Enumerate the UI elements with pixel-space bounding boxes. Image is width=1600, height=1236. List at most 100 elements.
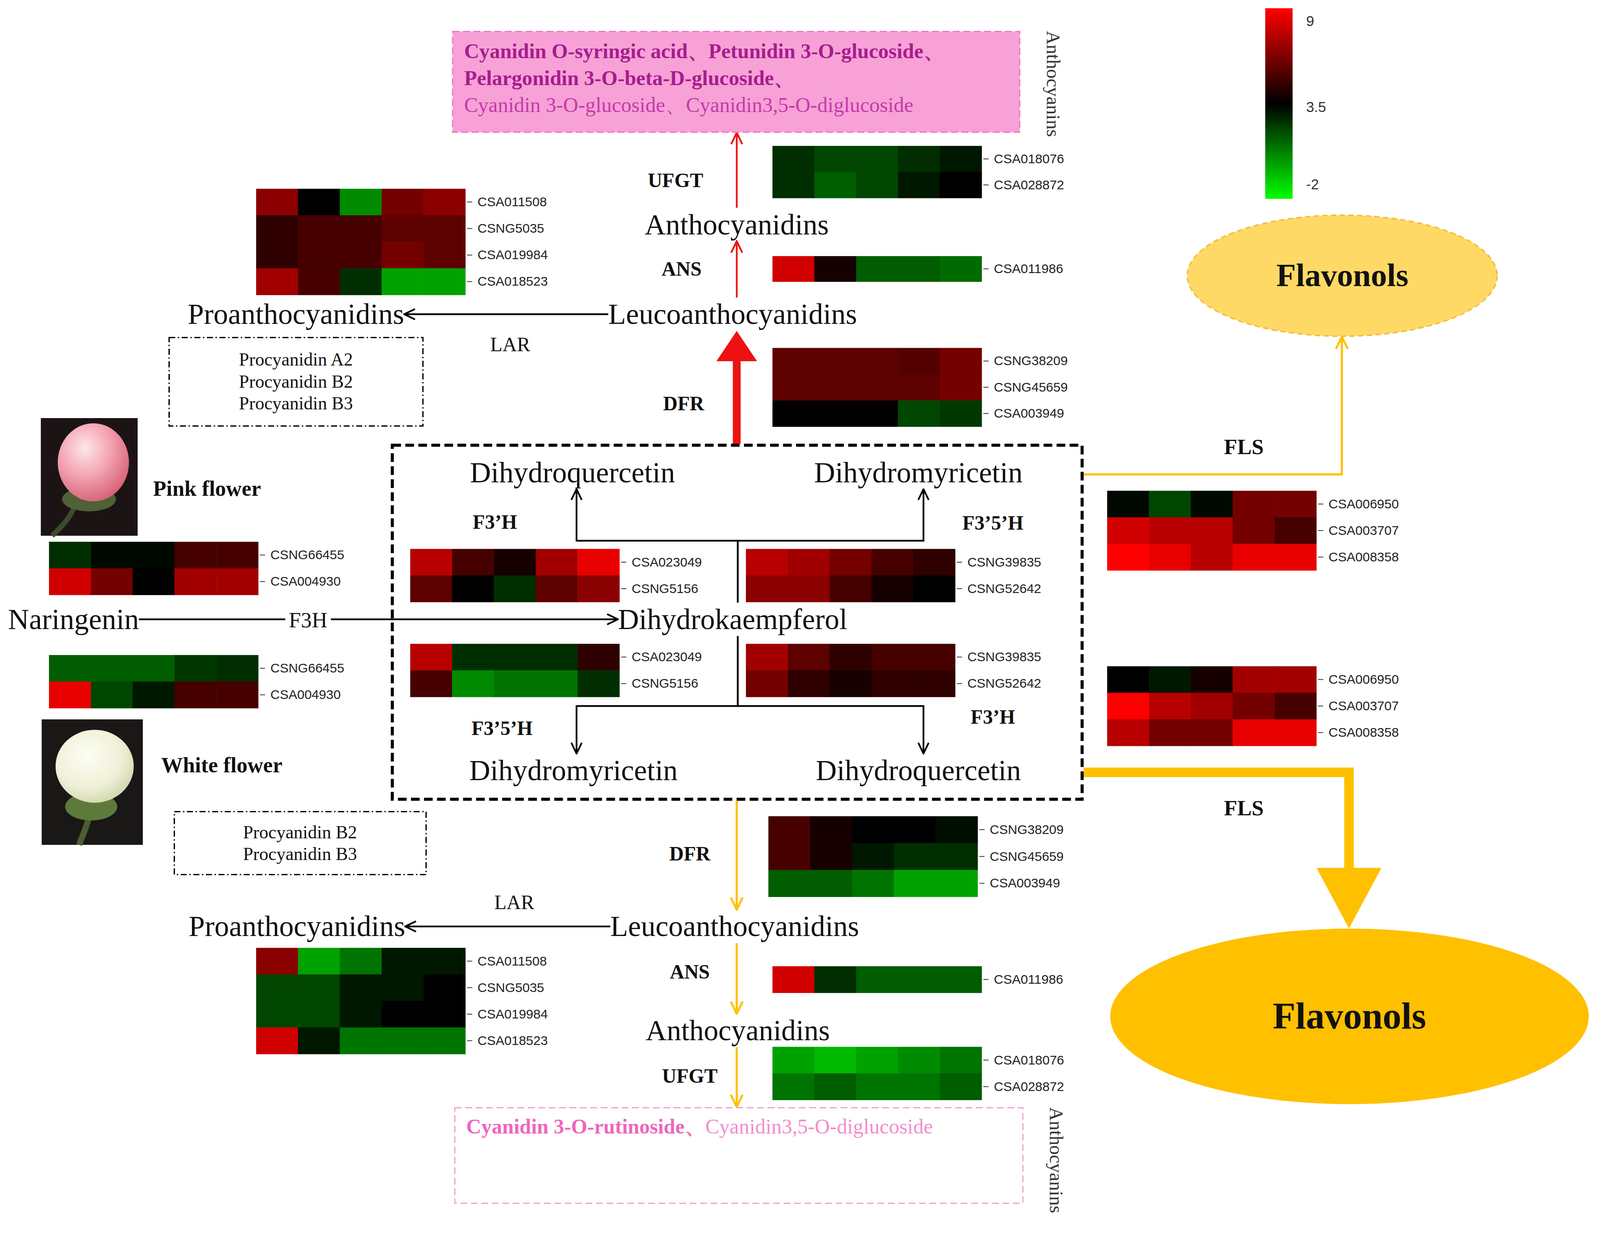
gene-id: CSA003949 [993,405,1065,421]
heatmap-cell [256,268,299,296]
heatmap-cell [787,670,830,698]
heatmap-cell [1148,490,1191,518]
heatmap-cell [939,256,982,282]
heatmap-cell [339,215,383,243]
gene-id: CSNG5156 [631,676,699,691]
gene-id: CSA018523 [477,273,548,289]
node-text: Cyanidin 3-O-glucoside、Cyanidin3,5-O-dig… [464,91,1009,119]
node-text: Dihydroquercetin [815,753,1022,788]
gene-id: CSA008358 [1328,549,1399,565]
expression-heatmap [745,548,963,603]
heatmap-cell [913,670,956,698]
heatmap-cell [381,188,424,216]
compound-name: Dihydroquercetin [815,753,1022,788]
enzyme-label: FLS [1223,795,1264,821]
heatmap-cell [256,215,299,243]
axis-tick [956,561,963,563]
flower-bud [57,423,129,502]
pathway-arrow [735,943,738,1014]
axis-tick [621,588,627,590]
node-text: Dihydroquercetin [469,455,676,490]
heatmap-cell [1232,517,1275,545]
heatmap-cell [423,188,466,216]
heatmap-cell [772,171,815,199]
pathway-arrow [1083,772,1350,886]
color-scale-bar [1265,8,1293,199]
heatmap-cell [935,816,978,844]
enzyme-region: DihydroquercetinDihydromyricetinDihydrok… [390,443,1084,802]
axis-tick [983,360,989,362]
heatmap-cell [939,145,982,173]
gene-id: CSA003707 [1328,698,1399,713]
gene-id: CSNG66455 [270,660,345,676]
photo-ground [40,418,138,536]
axis-tick [979,883,985,885]
pathway-arrow [735,241,738,298]
enzyme-label: DFR [669,842,711,865]
heatmap-cell [851,816,895,844]
node-text: Procyanidin A2 [238,348,353,371]
enzyme-slot: FLS [1223,795,1264,822]
heatmap-cell [1274,719,1317,747]
heatmap-cell [577,548,620,576]
heatmap-cell [381,1000,424,1028]
enzyme-label: LAR [494,891,535,914]
heatmap-cell [410,575,453,603]
gene-id: CSA018076 [993,151,1065,166]
heatmap-cell [535,670,578,698]
label-slot: CSA008358 [1328,725,1399,741]
compound-name: Dihydrokaempferol [617,602,848,637]
heatmap-cell [381,974,424,1002]
heatmap-cell [1232,544,1275,571]
gene-id: CSNG38209 [993,353,1068,368]
axis-tick [467,227,473,229]
heatmap-cell [339,188,383,216]
enzyme-slot: DFR [669,842,711,866]
gene-id: CSNG39835 [967,554,1042,570]
heatmap-cell [1190,719,1234,747]
axis-tick [467,1013,473,1015]
pathway-arrow [405,925,611,928]
heatmap-cell [894,870,937,898]
heatmap-cell [856,400,899,427]
procyanidin-box: Procyanidin B2Procyanidin B3 [173,811,427,876]
label-slot: White flower [161,752,283,779]
heatmap-cell [256,188,299,216]
enzyme-slot: F3’H [970,705,1016,730]
heatmap-cell [216,681,259,709]
node-text: Procyanidin B3 [243,843,357,865]
heatmap-cell [897,256,941,282]
heatmap-cell [1148,517,1191,545]
axis-tick [467,201,473,203]
enzyme-slot: F3’5’H [962,511,1024,535]
ellipse-shape [1187,214,1498,337]
node-text: Anthocyanidins [645,1013,830,1048]
heatmap-cell [768,843,811,871]
heatmap-cell [90,655,133,683]
pink-flower-photo [40,418,138,536]
heatmap-cell [829,575,872,603]
flavonol-ellipse: Flavonols [1110,928,1589,1105]
heatmap-cell [745,643,789,671]
heatmap-cell [829,643,872,671]
heatmap-cell [1274,490,1317,518]
heatmap-cell [1232,692,1275,720]
heatmap-cell [90,568,133,596]
heatmap-cell [132,681,175,709]
gene-id: CSNG38209 [989,822,1064,837]
node-text: Anthocyanidins [644,207,829,242]
enzyme-slot: ANS [661,257,702,281]
label-slot: CSA003949 [989,875,1061,891]
node-text: Procyanidin B2 [238,370,353,393]
node-outline [173,811,427,876]
heatmap-cell [787,575,830,603]
heatmap-cell [339,1027,383,1055]
heatmap-cell [1148,719,1191,747]
heatmap-cell [297,241,340,269]
gene-id: CSA006950 [1328,496,1399,512]
heatmap-cell [381,241,424,269]
axis-tick [467,281,473,283]
heatmap-cell [913,575,956,603]
pathway-arrow [138,618,618,621]
heatmap-cell [577,670,620,698]
